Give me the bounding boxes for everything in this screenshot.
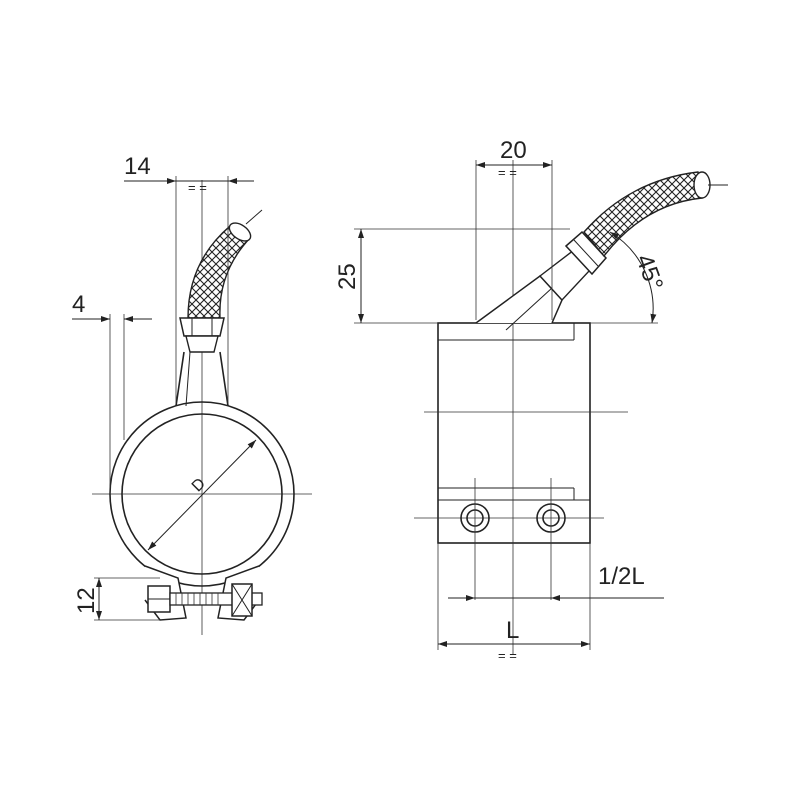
side-nut-cross bbox=[231, 583, 253, 617]
front-angle-arc bbox=[609, 231, 657, 324]
front-probe-axis bbox=[505, 287, 553, 331]
side-hose-end bbox=[228, 222, 252, 242]
side-symmetry-mark: = = bbox=[188, 180, 207, 195]
front-block bbox=[437, 322, 591, 544]
side-diameter-dimension bbox=[147, 439, 257, 551]
front-dim-25-label: 25 bbox=[334, 263, 361, 290]
side-probe-inner bbox=[185, 351, 191, 407]
front-dim-20-label: 20 bbox=[500, 137, 527, 164]
side-view: D 14 = = 4 12 bbox=[72, 153, 312, 635]
front-dim-half-label: 1/2L bbox=[598, 563, 645, 590]
side-dim-4-label: 4 bbox=[72, 291, 85, 318]
side-diameter-label: D bbox=[189, 475, 209, 495]
front-nut-facet bbox=[573, 239, 599, 267]
side-hex-nut bbox=[179, 317, 225, 337]
front-braided-hose bbox=[583, 171, 703, 258]
side-bolt-thread bbox=[175, 593, 219, 605]
side-clamp-ring-inner bbox=[121, 413, 283, 575]
front-symmetry-mark-top: = = bbox=[498, 165, 517, 180]
side-cable-tail bbox=[245, 209, 263, 225]
front-hose-end bbox=[693, 171, 711, 199]
side-probe-body bbox=[175, 351, 229, 407]
side-dim-14-label: 14 bbox=[124, 153, 151, 180]
side-dim-12-label: 12 bbox=[73, 587, 100, 614]
front-dim-L-label: L bbox=[506, 617, 519, 644]
front-view: 20 = = 25 45° 1/2L L = = bbox=[334, 137, 728, 663]
front-angle-label: 45° bbox=[630, 251, 668, 294]
side-ferrule bbox=[185, 335, 219, 353]
front-symmetry-mark-bottom: = = bbox=[498, 648, 517, 663]
